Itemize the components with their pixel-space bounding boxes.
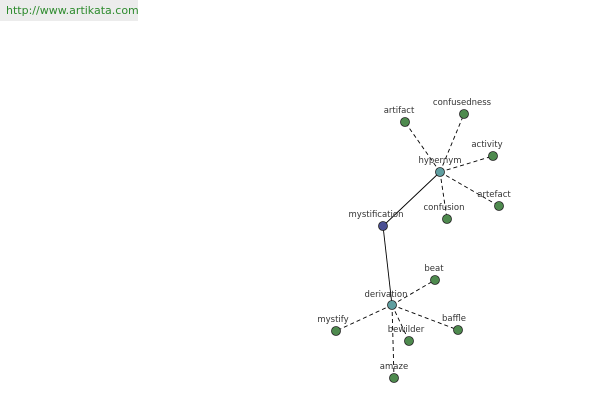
node-label-confusedness[interactable]: confusedness	[433, 98, 492, 108]
node-dot-mystification[interactable]	[378, 221, 388, 231]
node-dot-artifact[interactable]	[400, 117, 410, 127]
node-label-hypernym[interactable]: hypernym	[418, 156, 461, 166]
node-dot-hypernym[interactable]	[435, 167, 445, 177]
edge-hypernym-confusedness	[439, 113, 465, 173]
edge-hypernym-confusion	[439, 171, 448, 220]
node-label-baffle[interactable]: baffle	[442, 314, 466, 324]
node-dot-bewilder[interactable]	[404, 336, 414, 346]
node-derivation[interactable]: derivation	[364, 290, 408, 310]
edge-derivation-amaze	[391, 304, 395, 379]
node-mystification[interactable]: mystification	[349, 210, 404, 231]
edge-derivation-beat	[391, 279, 436, 306]
node-hypernym[interactable]: hypernym	[418, 156, 462, 177]
node-dot-artefact[interactable]	[494, 201, 504, 211]
node-label-artefact[interactable]: artefact	[477, 190, 511, 200]
node-dot-mystify[interactable]	[331, 326, 341, 336]
nodes-layer: mystification hypernym derivation artifact c…	[317, 98, 511, 383]
node-dot-confusion[interactable]	[442, 214, 452, 224]
node-dot-activity[interactable]	[488, 151, 498, 161]
node-activity[interactable]: activity	[471, 140, 503, 161]
node-dot-beat[interactable]	[430, 275, 440, 285]
node-label-amaze[interactable]: amaze	[380, 362, 408, 372]
node-label-mystify[interactable]: mystify	[317, 315, 348, 325]
node-label-artifact[interactable]: artifact	[384, 106, 415, 116]
node-label-activity[interactable]: activity	[471, 140, 502, 150]
node-label-derivation[interactable]: derivation	[364, 290, 407, 300]
node-mystify[interactable]: mystify	[317, 315, 349, 336]
url-text[interactable]: http://www.artikata.com	[6, 4, 139, 17]
edge-hypernym-artifact	[404, 121, 441, 173]
node-label-beat[interactable]: beat	[424, 264, 444, 274]
node-confusion[interactable]: confusion	[423, 203, 465, 224]
node-dot-baffle[interactable]	[453, 325, 463, 335]
edge-mystification-derivation	[382, 225, 393, 306]
node-amaze[interactable]: amaze	[380, 362, 408, 383]
node-dot-amaze[interactable]	[389, 373, 399, 383]
url-banner[interactable]: http://www.artikata.com	[0, 0, 139, 21]
node-baffle[interactable]: baffle	[442, 314, 466, 335]
edge-mystification-hypernym	[382, 171, 441, 227]
edge-derivation-baffle	[391, 304, 459, 331]
node-confusedness[interactable]: confusedness	[433, 98, 492, 119]
node-beat[interactable]: beat	[424, 264, 444, 285]
node-label-bewilder[interactable]: bewilder	[388, 325, 425, 335]
edge-hypernym-artefact	[439, 171, 500, 207]
node-label-confusion[interactable]: confusion	[423, 203, 464, 213]
node-artefact[interactable]: artefact	[477, 190, 511, 211]
edge-hypernym-activity	[439, 155, 494, 173]
edges-layer	[335, 113, 500, 379]
node-dot-confusedness[interactable]	[459, 109, 469, 119]
edge-derivation-mystify	[335, 304, 393, 332]
node-label-mystification[interactable]: mystification	[349, 210, 404, 220]
node-bewilder[interactable]: bewilder	[388, 325, 425, 346]
node-artifact[interactable]: artifact	[384, 106, 415, 127]
node-dot-derivation[interactable]	[387, 300, 397, 310]
